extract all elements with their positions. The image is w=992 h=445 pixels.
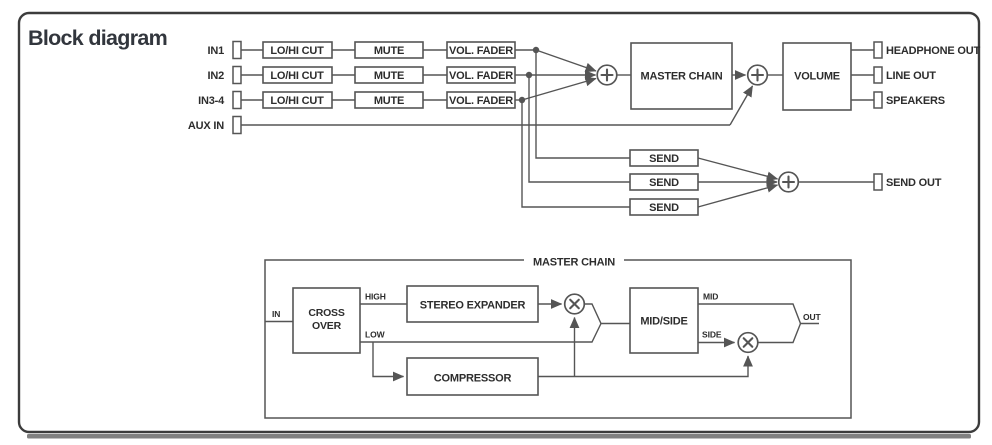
wire-ch1-to-sum (535, 49, 597, 73)
send-label-1: SEND (649, 153, 679, 165)
input-jack-in1 (232, 40, 242, 60)
detail-in-label: IN (272, 309, 280, 319)
volume-box (782, 42, 852, 111)
output-jack-headphone (873, 41, 883, 59)
detail-out-label: OUT (803, 312, 822, 322)
compressor-box (406, 357, 539, 396)
input-label-aux: AUX IN (188, 120, 224, 132)
panel-legend: MASTER CHAIN (533, 257, 615, 269)
input-jack-aux (232, 115, 242, 135)
crossover-box (292, 287, 361, 354)
high-label: HIGH (365, 292, 386, 302)
input-jack-in34 (232, 90, 242, 110)
wire-mult-to-midside (584, 303, 630, 325)
compressor-label: COMPRESSOR (434, 373, 512, 385)
output-label-lineout: LINE OUT (886, 70, 936, 82)
low-label: LOW (365, 330, 386, 340)
midside-label: MID/SIDE (640, 316, 687, 328)
wire-ch2-to-send2 (528, 75, 630, 183)
wire-send1-to-sum (697, 157, 779, 182)
master-chain-label: MASTER CHAIN (641, 71, 723, 83)
output-label-speakers: SPEAKERS (886, 95, 945, 107)
wire-ch1-to-send1 (535, 50, 630, 159)
mute-label-ch2: MUTE (374, 70, 404, 82)
wire-compressor-sidechain (538, 355, 753, 378)
mid-label: MID (703, 292, 718, 302)
wire-low (360, 323, 602, 343)
output-jack-lineout (873, 66, 883, 84)
send-label-3: SEND (649, 202, 679, 214)
volfader-label-ch2: VOL. FADER (449, 70, 513, 82)
stereo-expander-label: STEREO EXPANDER (420, 300, 526, 312)
output-label-headphone: HEADPHONE OUT (886, 45, 980, 57)
side-label: SIDE (702, 330, 722, 340)
wire-ch3-to-sum (521, 76, 597, 101)
mute-label-ch1: MUTE (374, 45, 404, 57)
crossover-label-line2: OVER (312, 320, 342, 332)
output-jack-speakers (873, 91, 883, 109)
multiply-node-side (737, 331, 759, 354)
sum-node-mix (596, 64, 618, 86)
midside-box (629, 287, 699, 354)
panel-legend-bg (524, 252, 624, 267)
sum-node-master-out (746, 64, 769, 86)
input-jack-in2 (232, 65, 242, 85)
lohicut-label-ch3: LO/HI CUT (270, 95, 324, 107)
wire-multside-to-out (757, 323, 802, 344)
input-label-in2: IN2 (207, 70, 224, 82)
wire-ch3-to-send3 (521, 100, 630, 208)
wire-aux-to-sum (729, 85, 754, 126)
multiply-node-high (563, 293, 586, 315)
output-jack-sendout (873, 173, 883, 191)
lohicut-label-ch1: LO/HI CUT (270, 45, 324, 57)
volfader-label-ch3: VOL. FADER (449, 95, 513, 107)
volume-label: VOLUME (794, 71, 840, 83)
input-label-in1: IN1 (207, 45, 224, 57)
lohicut-label-ch2: LO/HI CUT (270, 70, 324, 82)
page-title: Block diagram (28, 26, 167, 50)
input-label-in34: IN3-4 (198, 95, 225, 107)
volfader-label-ch1: VOL. FADER (449, 45, 513, 57)
master-chain-box (630, 42, 733, 110)
crossover-label-line1: CROSS (308, 307, 345, 319)
sum-node-send (777, 171, 800, 193)
wire-mid-out (698, 303, 819, 325)
send-label-2: SEND (649, 177, 679, 189)
card-drop-shadow (27, 434, 971, 439)
output-label-sendout: SEND OUT (886, 177, 942, 189)
wire-send3-to-sum (697, 183, 779, 208)
wire-low-to-compressor (372, 342, 405, 382)
mute-label-ch3: MUTE (374, 95, 404, 107)
